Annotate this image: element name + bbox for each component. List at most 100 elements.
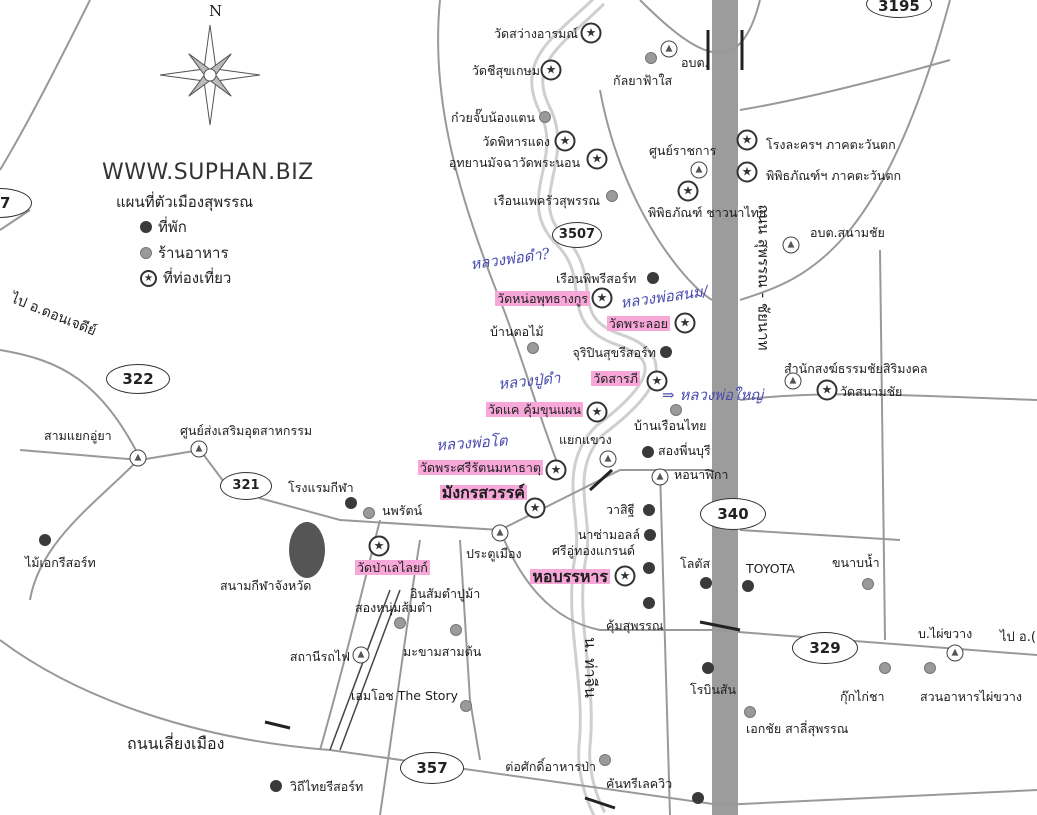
hotel-marker-icon bbox=[345, 497, 357, 509]
route-badge-340: 340 bbox=[700, 498, 766, 530]
office-marker-icon: ▲ bbox=[352, 646, 370, 664]
route-badge-322: 322 bbox=[106, 364, 170, 394]
place-label: วัดชีสุขเกษม bbox=[471, 63, 540, 78]
legend-label: ที่ท่องเที่ยว bbox=[163, 269, 232, 287]
attraction-marker-icon: ★ bbox=[368, 535, 390, 557]
map-subtitle: แผนที่ตัวเมืองสุพรรณ bbox=[116, 193, 254, 211]
attraction-marker-icon: ★ bbox=[646, 370, 668, 392]
place-label: โรงแรมกีฬา bbox=[288, 480, 354, 495]
route-badge-321: 321 bbox=[220, 472, 272, 500]
compass-icon bbox=[159, 24, 261, 126]
star-icon: ★ bbox=[140, 269, 157, 287]
office-marker-icon: ▲ bbox=[784, 372, 802, 390]
place-label: ต่อศักดิ์อาหารป่า bbox=[505, 759, 596, 774]
river-name: น. ท่าจีน bbox=[580, 637, 600, 698]
place-label: เอกชัย สาลี่สุพรรณ bbox=[746, 721, 849, 736]
route-badge-357: 357 bbox=[400, 752, 464, 784]
legend-label: ที่พัก bbox=[158, 218, 187, 236]
restaurant-marker-icon bbox=[670, 404, 682, 416]
place-label: TOYOTA bbox=[746, 561, 795, 576]
hotel-marker-icon bbox=[643, 504, 655, 516]
restaurant-marker-icon bbox=[924, 662, 936, 674]
place-label: สามแยกอู่ยา bbox=[44, 428, 112, 443]
legend-item-hotel: ที่พัก bbox=[140, 215, 187, 239]
office-marker-icon: ▲ bbox=[190, 440, 208, 458]
hotel-marker-icon bbox=[270, 780, 282, 792]
hotel-marker-icon bbox=[643, 562, 655, 574]
place-label: อินสัมตำปูม้า bbox=[410, 586, 481, 601]
place-label: วัดพิหารแดง bbox=[482, 134, 550, 149]
place-label: สองหนุ่มส้มตำ bbox=[355, 600, 433, 615]
office-marker-icon: ▲ bbox=[946, 644, 964, 662]
place-label: จุริปินสุขรีสอร์ท bbox=[572, 345, 657, 360]
restaurant-marker-icon bbox=[744, 706, 756, 718]
attraction-marker-icon: ★ bbox=[554, 130, 576, 152]
highway-name: ถนน สุพรรณ - ชัยนาท bbox=[754, 204, 773, 351]
place-label: วัดสว่างอารมณ์ bbox=[494, 26, 578, 41]
place-label: กุ๊กไก่ชา bbox=[840, 689, 885, 704]
place-label: มังกรสวรรค์ bbox=[439, 483, 527, 502]
place-label: สนามกีฬาจังหวัด bbox=[220, 578, 312, 593]
legend-item-attraction: ★ ที่ท่องเที่ยว bbox=[140, 266, 231, 290]
place-label: วัดแค คุ้มขุนแผน bbox=[485, 402, 583, 417]
hotel-marker-icon bbox=[647, 272, 659, 284]
bypass-road-name: ถนนเลี่ยงเมือง bbox=[127, 734, 225, 753]
place-label: วัดป่าเลไลยก์ bbox=[355, 560, 430, 575]
place-label: ก๋วยจั๊บน้องแตน bbox=[450, 110, 535, 125]
compass-rose bbox=[159, 24, 261, 126]
place-label: ศูนย์ส่งเสริมอุตสาหกรรม bbox=[180, 423, 313, 438]
direction-east: ไป อ.( bbox=[1000, 630, 1036, 645]
attraction-marker-icon: ★ bbox=[524, 497, 546, 519]
legend-label: ร้านอาหาร bbox=[158, 244, 229, 262]
place-label: บ้านตอไม้ bbox=[490, 324, 544, 339]
place-label: กัลยาฟ้าใส bbox=[613, 73, 673, 88]
place-label: สองพี่นบุรี bbox=[658, 443, 711, 458]
place-label: สวนอาหารไผ่ขวาง bbox=[920, 689, 1022, 704]
attraction-marker-icon: ★ bbox=[614, 565, 636, 587]
attraction-marker-icon: ★ bbox=[736, 129, 758, 151]
place-label: ศูนย์ราชการ bbox=[649, 143, 717, 158]
attraction-marker-icon: ★ bbox=[586, 148, 608, 170]
stadium-oval bbox=[289, 522, 325, 578]
place-label: หอนาฬิกา bbox=[674, 467, 729, 482]
attraction-marker-icon: ★ bbox=[736, 161, 758, 183]
place-label: หอบรรหาร bbox=[530, 567, 610, 586]
place-label: ขนาบน้ำ bbox=[832, 555, 880, 570]
place-label: โรบินสัน bbox=[690, 682, 737, 697]
hotel-marker-icon bbox=[644, 529, 656, 541]
restaurant-marker-icon bbox=[645, 52, 657, 64]
place-label: ประตูเมือง bbox=[466, 546, 522, 561]
restaurant-marker-icon bbox=[527, 342, 539, 354]
handwritten-note: ⇒ หลวงพ่อใหญ่ bbox=[662, 386, 764, 404]
highway-340 bbox=[712, 0, 738, 815]
place-label: อบต. bbox=[681, 55, 709, 70]
office-marker-icon: ▲ bbox=[491, 524, 509, 542]
office-marker-icon: ▲ bbox=[782, 236, 800, 254]
place-label: วัดสนามชัย bbox=[840, 384, 903, 399]
place-label: นาซ่ามอลล์ bbox=[577, 527, 640, 542]
attraction-marker-icon: ★ bbox=[816, 379, 838, 401]
restaurant-marker-icon bbox=[450, 624, 462, 636]
place-label: พิพิธภัณฑ์ฯ ภาคตะวันตก bbox=[766, 168, 902, 183]
website-title: WWW.SUPHAN.BIZ bbox=[102, 160, 314, 185]
attraction-marker-icon: ★ bbox=[540, 59, 562, 81]
place-label: สถานีรถไฟ bbox=[289, 649, 350, 664]
restaurant-marker-icon bbox=[140, 247, 152, 259]
hotel-marker-icon bbox=[660, 346, 672, 358]
restaurant-marker-icon bbox=[363, 507, 375, 519]
hotel-marker-icon bbox=[140, 221, 152, 233]
office-marker-icon: ▲ bbox=[660, 40, 678, 58]
hotel-marker-icon bbox=[700, 577, 712, 589]
office-marker-icon: ▲ bbox=[599, 450, 617, 468]
restaurant-marker-icon bbox=[539, 111, 551, 123]
place-label: วัดหน่อพุทธางกูร bbox=[495, 291, 590, 306]
attraction-marker-icon: ★ bbox=[545, 459, 567, 481]
attraction-marker-icon: ★ bbox=[674, 312, 696, 334]
office-marker-icon: ▲ bbox=[690, 161, 708, 179]
place-label: โรงละครฯ ภาคตะวันตก bbox=[766, 137, 896, 152]
place-label: เอมโอช The Story bbox=[351, 688, 458, 703]
place-label: บ.ไผ่ขวาง bbox=[918, 626, 973, 641]
office-marker-icon: ▲ bbox=[651, 468, 669, 486]
place-label: ศรีอู่ทองแกรนด์ bbox=[552, 543, 636, 558]
